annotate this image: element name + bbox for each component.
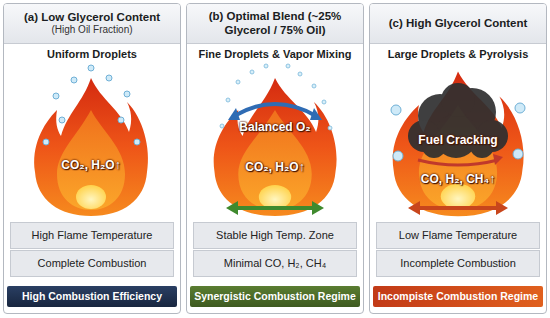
panel-heading: (c) High Glycerol Content: [389, 17, 528, 30]
flame-label: CO₂, H₂O↑: [61, 158, 120, 172]
property-box: Stable High Temp. Zone: [193, 222, 357, 249]
property-text: Complete Combustion: [38, 257, 147, 270]
regime-label: Synergistic Combustion Regime: [194, 290, 356, 302]
subheading-row: Fine Droplets & Vapor Mixing: [187, 48, 363, 61]
regime-bar: Incompiste Combustion Regime: [373, 286, 543, 307]
property-text: Incomplete Combustion: [400, 257, 516, 270]
droplet-heading: Uniform Droplets: [47, 48, 137, 61]
regime-label: High Combustion Efficiency: [22, 290, 162, 302]
panel-header: (b) Optimal Blend (~25% Glycerol / 75% O…: [187, 4, 363, 44]
regime-bar: Synergistic Combustion Regime: [190, 286, 360, 307]
flame-label: Balanced O₂: [239, 120, 310, 134]
panel-subheading: (High Oil Fraction): [51, 24, 132, 36]
panel-heading: (a) Low Glycerol Content: [24, 11, 160, 24]
property-box: High Flame Temperature: [10, 222, 174, 249]
flame-label: CO, H₂, CH₄↑: [421, 172, 495, 186]
property-box: Minimal CO, H₂, CH₄: [193, 250, 357, 277]
subheading-row: Large Droplets & Pyrolysis: [370, 48, 546, 61]
property-text: Low Flame Temperature: [399, 229, 517, 242]
droplet-heading: Fine Droplets & Vapor Mixing: [199, 48, 352, 61]
regime-panel: (c) High Glycerol ContentLarge Droplets …: [369, 3, 547, 314]
regime-bar: High Combustion Efficiency: [7, 286, 177, 307]
flame-label: CO₂, H₂O↑: [245, 160, 304, 174]
property-box: Complete Combustion: [10, 250, 174, 277]
panel-header: (c) High Glycerol Content: [370, 4, 546, 44]
property-box: Low Flame Temperature: [376, 222, 540, 249]
droplet-heading: Large Droplets & Pyrolysis: [388, 48, 529, 61]
regime-panel: (b) Optimal Blend (~25% Glycerol / 75% O…: [186, 3, 364, 314]
property-text: Stable High Temp. Zone: [216, 229, 334, 242]
panel-header: (a) Low Glycerol Content(High Oil Fracti…: [4, 4, 180, 44]
property-text: High Flame Temperature: [32, 229, 153, 242]
property-text: Minimal CO, H₂, CH₄: [224, 257, 326, 270]
panel-heading: (b) Optimal Blend (~25% Glycerol / 75% O…: [192, 10, 358, 36]
flame-label: Fuel Cracking: [418, 133, 497, 147]
subheading-row: Uniform Droplets: [4, 48, 180, 61]
regime-label: Incompiste Combustion Regime: [378, 290, 538, 302]
property-box: Incomplete Combustion: [376, 250, 540, 277]
